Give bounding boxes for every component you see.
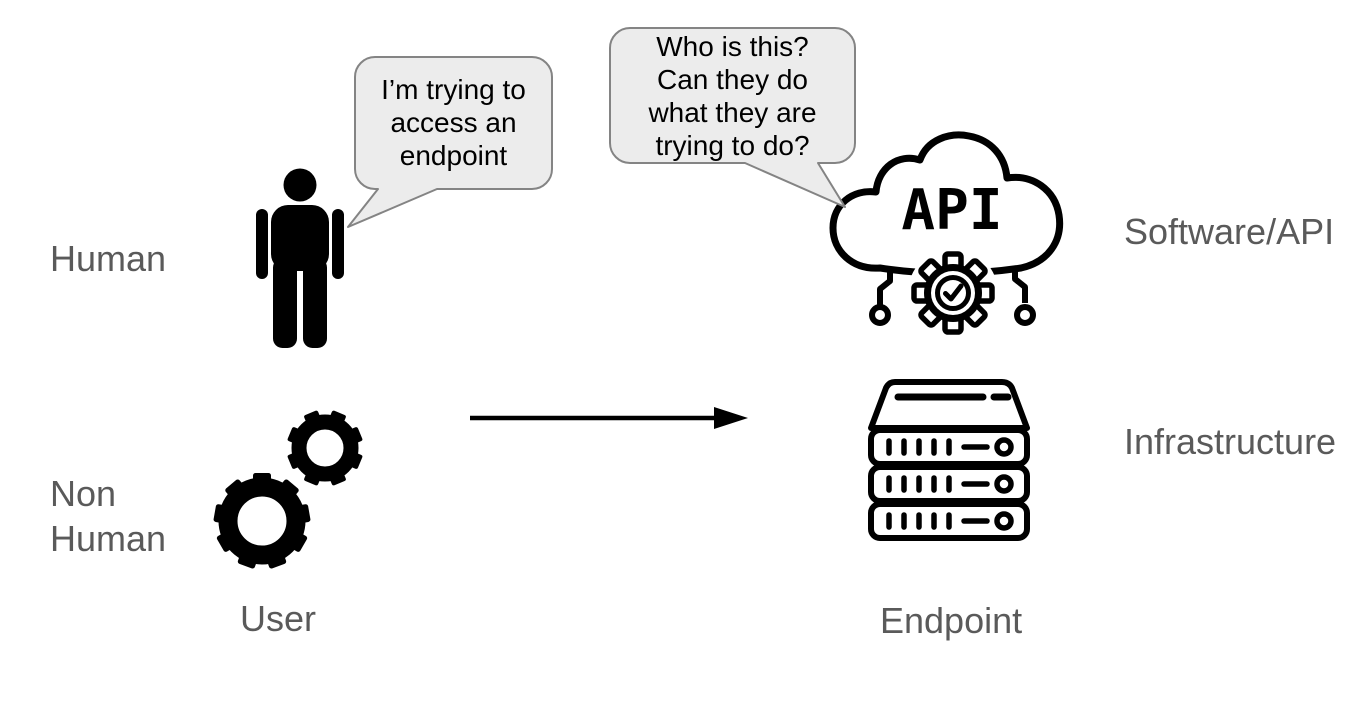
- software-api-label: Software/API: [1124, 211, 1335, 252]
- gears-icon: [213, 410, 363, 569]
- user-speech-bubble: [347, 56, 553, 228]
- user-speech-bubble-text: I’m trying to access an endpoint: [355, 73, 552, 172]
- bubble-line: access an: [390, 107, 517, 138]
- human-label: Human: [50, 238, 167, 279]
- bubble-line: endpoint: [399, 140, 508, 171]
- user-label: User: [240, 598, 317, 639]
- cloud-outline: [829, 131, 1064, 277]
- bubble-line: Can they do: [657, 64, 808, 95]
- bubble-line: trying to do?: [655, 130, 810, 161]
- check-icon: [943, 283, 964, 302]
- server-lid: [868, 379, 1030, 431]
- bubble-line: what they are: [648, 97, 817, 128]
- api-speech-bubble-text: Who is this? Can they do what they are t…: [610, 30, 855, 162]
- non-human-label-line2: Human: [50, 518, 167, 559]
- gear-large: [213, 473, 311, 569]
- bubble-line: I’m trying to: [381, 74, 526, 105]
- arrow-right-icon: [470, 407, 748, 429]
- gear-small: [287, 410, 363, 486]
- infrastructure-label: Infrastructure: [1124, 421, 1337, 462]
- cloud-api-text: API: [901, 178, 1002, 243]
- endpoint-label: Endpoint: [880, 600, 1023, 641]
- non-human-label-line1: Non: [50, 473, 117, 514]
- cloud-api-icon: API: [829, 131, 1064, 337]
- person-icon: [256, 168, 344, 348]
- check-gear-icon: [911, 251, 995, 335]
- non-human-label: Non Human: [50, 471, 166, 561]
- server-rack-icon: [868, 379, 1030, 541]
- bubble-line: Who is this?: [656, 31, 809, 62]
- api-speech-bubble: [609, 27, 856, 208]
